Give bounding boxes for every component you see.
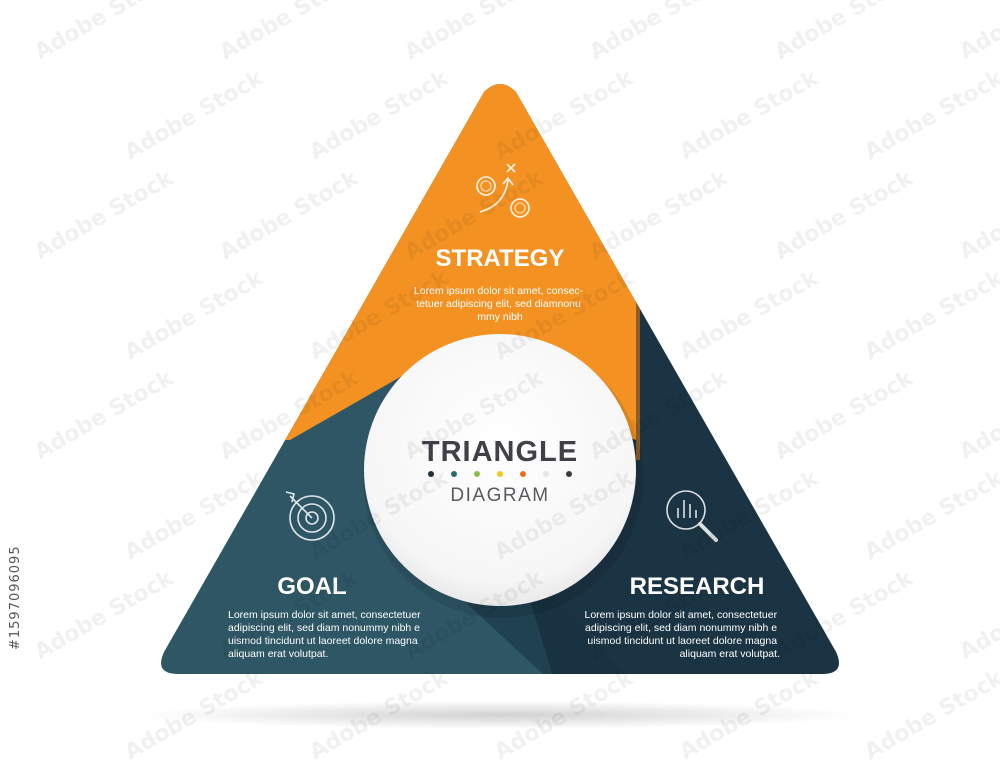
research-body: Lorem ipsum dolor sit amet, consectetuer… — [584, 609, 780, 660]
watermark-text: Adobe Stock — [861, 465, 1000, 565]
center-subtitle: DIAGRAM — [450, 485, 549, 506]
watermark-text: Adobe Stock — [31, 0, 179, 65]
target-icon — [285, 491, 335, 541]
watermark-text: Adobe Stock — [31, 365, 179, 465]
goal-body-line: Lorem ipsum dolor sit amet, consectetuer — [228, 609, 421, 621]
watermark-text: Adobe Stock — [771, 0, 919, 65]
research-title: RESEARCH — [630, 573, 765, 600]
color-dot-row — [428, 471, 572, 477]
color-dot — [566, 471, 572, 477]
watermark-text: Adobe Stock — [216, 165, 364, 265]
goal-body-line: uismod tincidunt ut laoreet dolore magna — [228, 635, 418, 647]
goal-title: GOAL — [277, 573, 346, 600]
research-body-line: aliquam erat volutpat. — [680, 648, 780, 660]
watermark-text: Adobe Stock — [121, 65, 269, 165]
center-circle — [364, 334, 636, 606]
center-title: TRIANGLE — [422, 436, 578, 468]
magnifier-chart-icon — [666, 490, 718, 542]
watermark-text: Adobe Stock — [216, 0, 364, 65]
strategy-title: STRATEGY — [436, 245, 565, 272]
watermark-text: Adobe Stock — [956, 565, 1000, 665]
watermark-text: Adobe Stock — [676, 65, 824, 165]
strategy-body-line: tetuer adipiscing elit, sed diamnonu — [416, 298, 581, 310]
strategy-play-icon — [476, 163, 530, 218]
watermark-text: Adobe Stock — [956, 165, 1000, 265]
color-dot — [474, 471, 480, 477]
watermark-text: Adobe Stock — [121, 265, 269, 365]
watermark-text: Adobe Stock — [401, 0, 549, 65]
watermark-text: Adobe Stock — [861, 265, 1000, 365]
watermark-text: Adobe Stock — [586, 165, 734, 265]
strategy-body-line: mmy nibh — [477, 311, 523, 323]
stock-image-id: #1597096095 — [8, 545, 23, 650]
strategy-fold-shadow — [636, 300, 640, 460]
watermark-text: Adobe Stock — [676, 265, 824, 365]
watermark-text: Adobe Stock — [31, 565, 179, 665]
color-dot — [497, 471, 503, 477]
research-body-line: Lorem ipsum dolor sit amet, consectetuer — [584, 609, 777, 621]
goal-body: Lorem ipsum dolor sit amet, consectetuer… — [228, 609, 424, 660]
strategy-body: Lorem ipsum dolor sit amet, consec- tetu… — [414, 285, 586, 323]
watermark-text: Adobe Stock — [586, 0, 734, 65]
watermark-text: Adobe Stock — [861, 65, 1000, 165]
color-dot — [543, 471, 549, 477]
watermark-text: Adobe Stock — [771, 365, 919, 465]
watermark-text: Adobe Stock — [306, 65, 454, 165]
color-dot — [451, 471, 457, 477]
watermark-text: Adobe Stock — [31, 165, 179, 265]
watermark-text: Adobe Stock — [861, 665, 1000, 765]
goal-body-line: aliquam erat volutpat. — [228, 648, 328, 660]
goal-body-line: adipiscing elit, sed diam nonummy nibh e — [228, 622, 420, 634]
watermark-text: Adobe Stock — [771, 165, 919, 265]
color-dot — [428, 471, 434, 477]
strategy-body-line: Lorem ipsum dolor sit amet, consec- — [414, 285, 584, 297]
research-body-line: uismod tincidunt ut laoreet dolore magna — [587, 635, 777, 647]
color-dot — [520, 471, 526, 477]
watermark-text: Adobe Stock — [956, 365, 1000, 465]
ground-shadow — [140, 701, 860, 729]
research-body-line: adipiscing elit, sed diam nonummy nibh e — [585, 622, 777, 634]
watermark-text: Adobe Stock — [956, 0, 1000, 65]
